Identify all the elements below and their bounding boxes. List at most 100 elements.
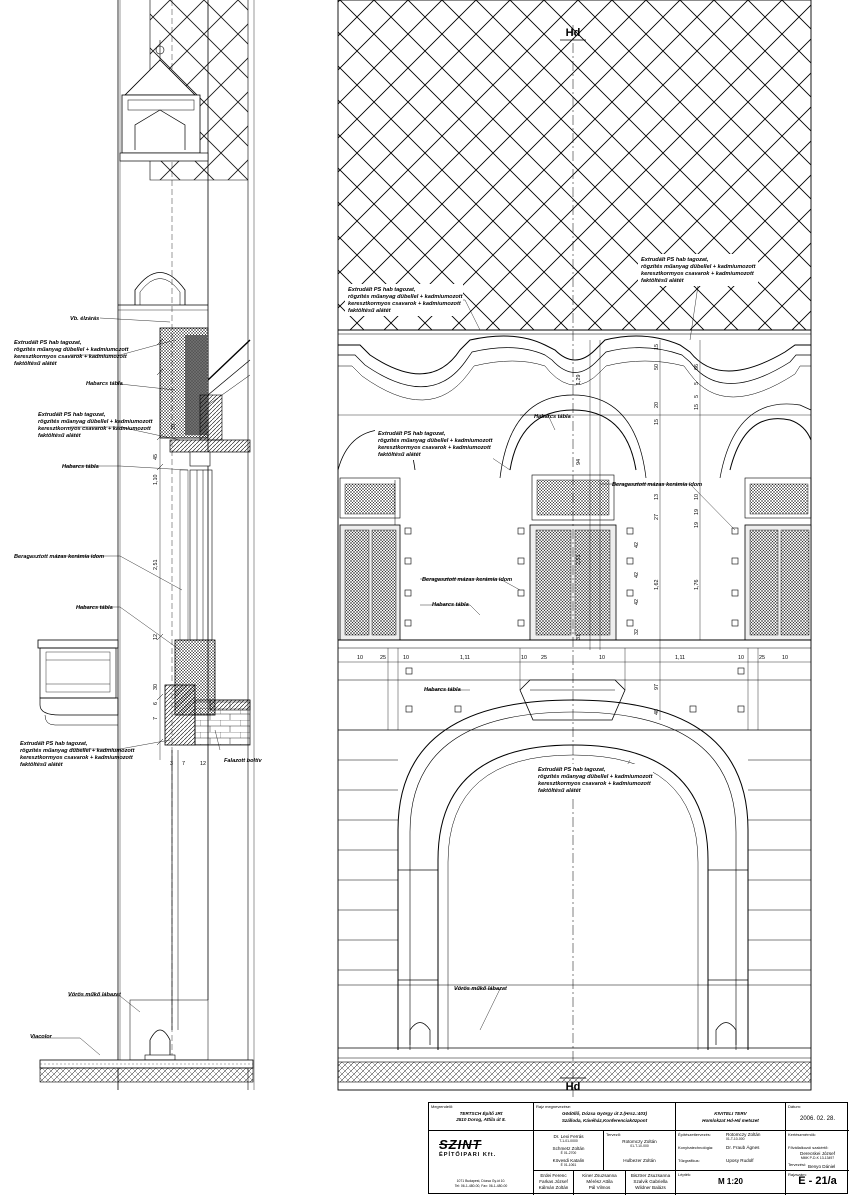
note-roof-right-1: Extrudált PS hab tagozat, — [641, 257, 709, 263]
dim-vr-5: 5 — [694, 395, 700, 398]
dim-vr-20: 48 — [654, 709, 660, 715]
dim-vr-9: 27 — [654, 514, 660, 520]
tuz-label: Tűzgrafikus: — [678, 1158, 700, 1163]
dim-vr-1: 50 — [654, 364, 660, 370]
tuz-name: Uposy Rudolf — [726, 1158, 754, 1163]
note-habarcs-1: Habarcs tábla — [86, 381, 123, 387]
window-right — [744, 477, 812, 641]
dim-ls-7: 20 — [171, 424, 177, 430]
dim-vr-6: 15 — [694, 404, 700, 410]
staff-1-2: Farkas József — [539, 1179, 568, 1184]
dim-ls-3: 12 — [153, 634, 159, 640]
client-cell: Megrendelő: TERTSCH Építő zRt 2510 Dorog… — [429, 1103, 534, 1131]
dim-vc-2: 2,51 — [576, 555, 582, 566]
note-roof-left-1: Extrudált PS hab tagozat, — [348, 287, 416, 293]
drawing-number: E - 21/a — [798, 1175, 837, 1187]
dim-ls-4: 6 — [153, 702, 159, 705]
staff-2-3: Pál Vilmos — [588, 1185, 611, 1190]
dim-vr-14: 42 — [634, 572, 640, 578]
note-arch-2: rögzítés műanyag dübellel + kadmiumozott — [378, 438, 494, 444]
dim-vr-2: 66 — [694, 364, 700, 370]
dim-vr-19: 97 — [654, 684, 660, 690]
designer-3-num: É 01-1061 — [560, 1163, 577, 1167]
dim-h-8: 10 — [738, 655, 744, 661]
window-left — [339, 477, 401, 641]
note-gate-2: rögzítés műanyag dübellel + kadmiumozott — [538, 774, 654, 780]
drawing-name: Homlokzat Hd-Hd metszet — [702, 1118, 759, 1123]
company-address-1: 1071 Budapest, Dózsa Gy.út 10. — [456, 1179, 506, 1183]
logo-cell: SZINT ÉPÍTŐIPARI Kft. 1071 Budapest, Dóz… — [429, 1131, 534, 1195]
staff-3-3: Wildner Balázs — [635, 1185, 666, 1190]
note-extrudalt-mid-2: rögzítés műanyag dübellel + kadmiumozott — [38, 419, 154, 425]
note-beragasztott-left: Beragasztott mázas kerámia idom — [422, 577, 512, 583]
drawing-title-label: Rajz megnevezése: — [536, 1104, 572, 1109]
dim-h-5: 25 — [541, 655, 547, 661]
designer-2-num: É 01-2700 — [560, 1151, 577, 1155]
dim-vr-16: 1,62 — [654, 580, 660, 591]
tervezo2-label: Tervezési: — [788, 1162, 807, 1167]
note-extrudalt-top-2: rögzítés műanyag dübellel + kadmiumozott — [14, 347, 130, 353]
architect-1: Rotomczy Zoltán — [622, 1139, 657, 1144]
date-value: 2006. 02. 28. — [799, 1116, 836, 1122]
konyha-label: Konyhatechnológia: — [678, 1145, 714, 1150]
designer-1-num: T-1-01-0000 — [559, 1139, 578, 1143]
staff-3-2: Szalvik Gabriella — [633, 1179, 668, 1184]
staff-col-2: Kiner Zsuzsanna Mérész Attila Pál Vilmos — [574, 1171, 626, 1195]
note-extrudalt-top-1: Extrudált PS hab tagozat, — [14, 340, 82, 346]
note-habarcs-left: Habarcs tábla — [432, 602, 469, 608]
consultant-1: Rotomczy Zoltán — [726, 1132, 761, 1137]
client-name: TERTSCH Építő zRt — [459, 1111, 503, 1116]
note-roof-right-4: faktöltésű alátét — [641, 278, 685, 284]
note-extrudalt-low-3: keresztkormyos csavarok + kadmiumozott — [20, 755, 134, 761]
dim-h-4: 10 — [521, 655, 527, 661]
logo-text: SZINT — [439, 1137, 482, 1152]
note-voros-lab-right: Vörös műkő lábazat — [454, 986, 508, 992]
project-line-2: Szálloda, Kávéház,Konferenciaközpont — [561, 1118, 648, 1123]
architect-1-num: 01-T-10-000 — [630, 1144, 649, 1148]
dim-vr-18: 32 — [634, 629, 640, 635]
dim-vr-15: 42 — [634, 599, 640, 605]
note-extrudalt-mid-1: Extrudált PS hab tagozat, — [38, 412, 106, 418]
note-beragasztott-right: Beragasztott mázas kerámia idom — [612, 482, 702, 488]
note-roof-right-2: rögzítés műanyag dübellel + kadmiumozott — [641, 264, 757, 270]
note-roof-left-3: keresztkormyos csavarok + kadmiumozott — [348, 301, 462, 307]
left-section-view — [37, 0, 255, 1090]
dim-ls-6: 30 — [153, 684, 159, 690]
dim-ls-9: 7 — [182, 761, 185, 767]
dim-vr-13: 42 — [634, 542, 640, 548]
staff-1-1: Erdei Ferenc — [540, 1173, 567, 1178]
dim-vr-8: 13 — [654, 494, 660, 500]
dim-h-6: 10 — [599, 655, 605, 661]
note-gate-1: Extrudált PS hab tagozat, — [538, 767, 606, 773]
staff-2-2: Mérész Attila — [586, 1179, 613, 1184]
company-address-2: Tel: 06-1-480-00, Fax: 06-1-480-00 — [454, 1184, 508, 1188]
dim-h-3: 1,11 — [460, 655, 470, 661]
architects-cell: Tervező: Rotomczy Zoltán 01-T-10-000 Hul… — [604, 1131, 676, 1171]
dim-ls-10: 12 — [200, 761, 206, 767]
note-habarcs-upper: Habarcs tábla — [534, 414, 571, 420]
note-roof-left-4: faktöltésű alátét — [348, 308, 392, 314]
note-beragasztott: Beragasztott mázas kerámia idom — [14, 554, 104, 560]
dim-vr-3: 5 — [694, 382, 700, 385]
consultant-1-num: 01-T-10-000 — [726, 1137, 745, 1141]
note-extrudalt-low-2: rögzítés műanyag dübellel + kadmiumozott — [20, 748, 136, 754]
title-block: Megrendelő: TERTSCH Építő zRt 2510 Dorog… — [428, 1102, 849, 1195]
note-extrudalt-mid-4: faktöltésű alátét — [38, 433, 82, 439]
left-notes: Vb. élzárás Extrudált PS hab tagozat, rö… — [14, 316, 262, 1040]
client-address: 2510 Dorog, Attila út 8. — [456, 1117, 506, 1122]
company-logo: SZINT ÉPÍTŐIPARI Kft. — [439, 1137, 496, 1158]
section-mark-bottom: Hd — [566, 1081, 581, 1093]
staff-3-1: Bisztrer Zsuzsanna — [630, 1173, 671, 1178]
note-habarcs-2: Habarcs tábla — [62, 464, 99, 470]
note-extrudalt-top-4: faktöltésű alátét — [14, 361, 58, 367]
fovallalkozo-num: MMK P-D-K 13-13497 — [800, 1156, 835, 1160]
experts-cell: Kertészmérnök: Fővállalkozói szakértő: D… — [786, 1131, 849, 1171]
note-voros-lab-left: Vörös műkő lábazat — [68, 992, 122, 998]
logo-subtitle: ÉPÍTŐIPARI Kft. — [439, 1152, 497, 1158]
note-roof-right-3: keresztkormyos csavarok + kadmiumozott — [641, 271, 755, 277]
note-roof-left-2: rögzítés műanyag dübellel + kadmiumozott — [348, 294, 464, 300]
epitesz-label: Építészettervezés: — [678, 1132, 711, 1137]
dim-h-2: 10 — [403, 655, 409, 661]
staff-2-1: Kiner Zsuzsanna — [582, 1173, 617, 1178]
